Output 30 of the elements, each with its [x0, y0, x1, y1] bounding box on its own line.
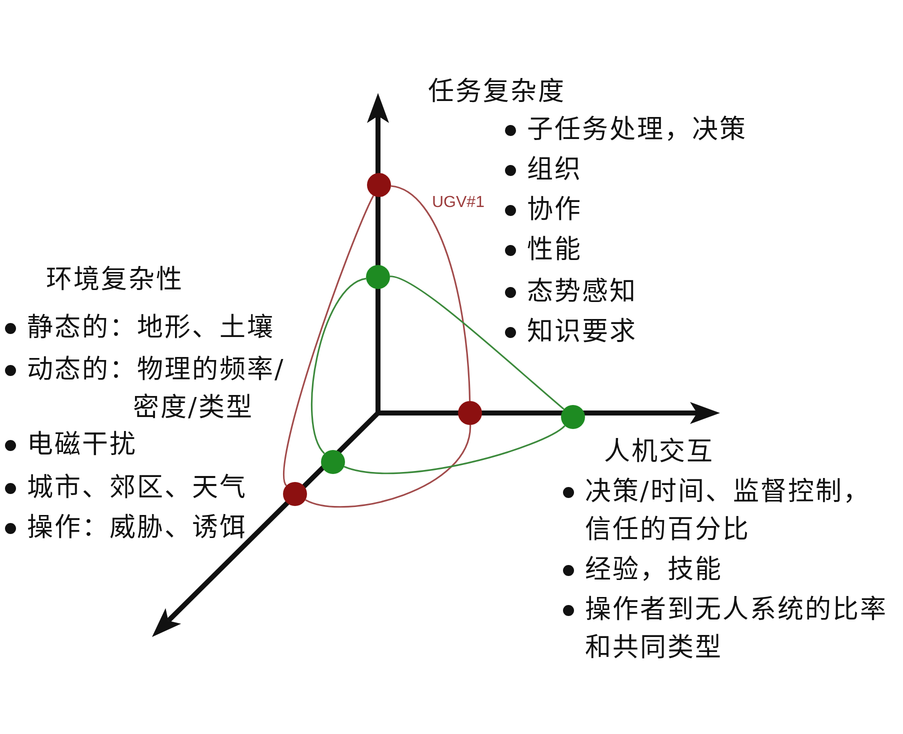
data-point: [283, 482, 307, 506]
list-item: 操作：威胁、诱饵: [27, 512, 247, 545]
list-item: 决策/时间、监督控制，信任的百分比: [585, 476, 872, 547]
data-point: [458, 401, 482, 425]
list-item: 操作者到无人系统的比率和共同类型: [585, 594, 888, 665]
curve-line: [390, 185, 471, 402]
data-point: [367, 173, 391, 197]
list-item: 经验，技能: [585, 554, 722, 587]
list-item: 城市、郊区、天气: [27, 472, 247, 505]
list-item: 性能: [527, 234, 582, 267]
list-item: 组织: [527, 154, 582, 187]
data-point: [561, 405, 585, 429]
list-item: 子任务处理，决策: [527, 114, 747, 147]
axis-title: 环境复杂性: [46, 264, 184, 297]
curve-line: [311, 278, 366, 454]
axis-title: 人机交互: [604, 436, 714, 469]
list-item: 态势感知: [527, 276, 637, 309]
curve-label: UGV#1: [432, 193, 484, 213]
list-item: 电磁干扰: [27, 429, 137, 462]
list-item: 知识要求: [527, 316, 637, 349]
curve-line: [305, 424, 472, 508]
curve-line: [283, 195, 374, 486]
curve-line: [344, 425, 566, 474]
list-item: 静态的：地形、土壤: [27, 312, 274, 345]
curve-line: [390, 276, 564, 410]
data-point: [321, 450, 345, 474]
data-point: [366, 265, 390, 289]
axis-title: 任务复杂度: [428, 76, 566, 109]
list-item: 动态的：物理的频率/密度/类型: [27, 354, 286, 425]
list-item: 协作: [527, 194, 582, 227]
